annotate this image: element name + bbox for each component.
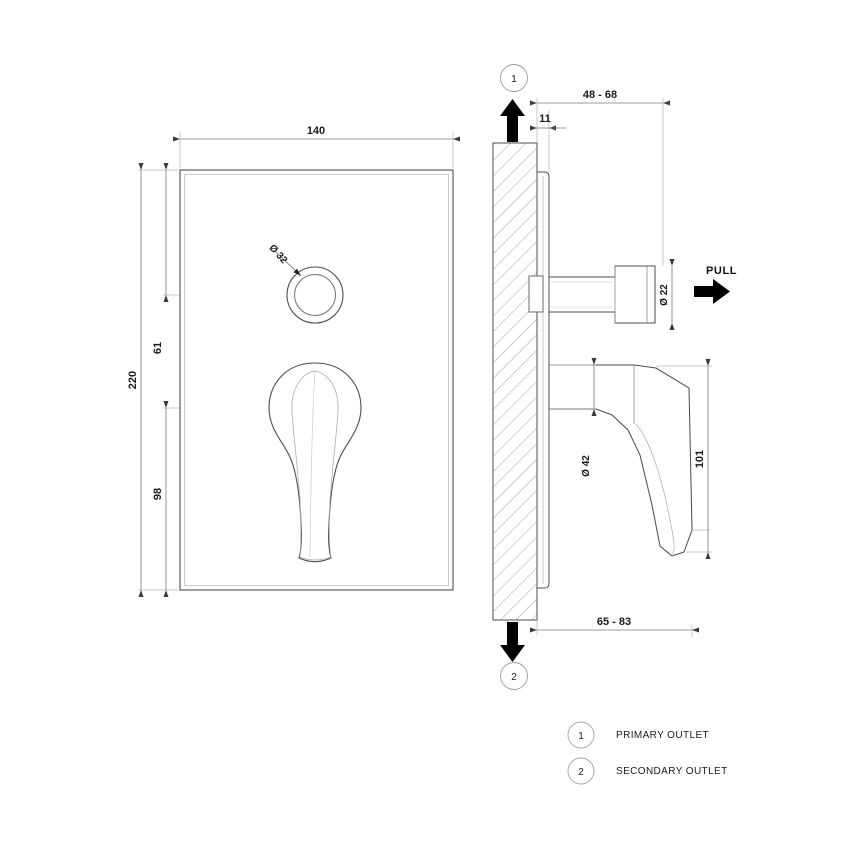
dim-label-101: 101: [694, 450, 706, 468]
side-extension-lines: [536, 98, 712, 637]
balloon-2-circle: [500, 662, 528, 690]
diverter-button-front: [286, 266, 344, 324]
dim-plate-height: 220: [127, 163, 144, 597]
dim-lever-height: 101: [694, 359, 711, 559]
legend-item-2: 2 SECONDARY OUTLET: [567, 757, 728, 785]
dim-label-48-68: 48 - 68: [583, 89, 617, 101]
dim-plate-width: 140: [173, 125, 460, 142]
legend-balloon-2: [567, 757, 595, 785]
legend-label-2: SECONDARY OUTLET: [616, 766, 728, 777]
legend-number-1: 1: [578, 731, 584, 742]
flow-marker-outlet-1: 1: [500, 64, 528, 142]
pull-action-group: PULL: [694, 265, 737, 304]
legend-item-1: 1 PRIMARY OUTLET: [567, 721, 709, 749]
dim-label-11: 11: [539, 113, 551, 125]
arrow-up-icon: [500, 99, 525, 142]
front-elevation-group: 140 220 61 98: [127, 125, 460, 597]
plate-side-profile: [536, 171, 550, 589]
dim-knob-diameter: Ø 22: [659, 259, 675, 330]
dim-label-diameter-42: Ø 42: [581, 455, 592, 477]
diverter-spindle-side: [548, 265, 656, 324]
dim-lever-projection: 65 - 83: [530, 616, 699, 633]
dim-label-98: 98: [152, 488, 164, 500]
side-section-group: 1 2: [492, 64, 737, 690]
balloon-2-label: 2: [511, 672, 517, 683]
dim-diverter-projection: 48 - 68: [530, 89, 670, 106]
flow-marker-outlet-2: 2: [500, 622, 528, 690]
balloon-1-label: 1: [511, 74, 517, 85]
dim-lever-hub-diameter: Ø 42: [581, 358, 597, 477]
pull-label: PULL: [706, 265, 737, 277]
dim-top-to-diverter: 61: [152, 163, 169, 354]
arrow-right-icon: [694, 279, 730, 304]
dim-label-220: 220: [127, 371, 139, 389]
dim-label-61: 61: [152, 342, 164, 354]
valve-boss-section: [528, 275, 544, 313]
legend-balloon-1: [567, 721, 595, 749]
lever-handle-front: [268, 362, 362, 563]
dim-label-diameter-22: Ø 22: [659, 284, 670, 306]
dim-plate-projection: 11: [530, 113, 566, 131]
wall-section-hatched: [492, 142, 538, 621]
legend-label-1: PRIMARY OUTLET: [616, 730, 709, 741]
lever-handle-side: [548, 364, 693, 557]
dim-lever-to-bottom: 98: [152, 401, 169, 597]
balloon-1-circle: [500, 64, 528, 92]
outlet-legend-group: 1 PRIMARY OUTLET 2 SECONDARY OUTLET: [567, 721, 728, 785]
dim-label-140: 140: [307, 125, 325, 137]
legend-number-2: 2: [578, 767, 584, 778]
arrow-down-icon: [500, 622, 525, 662]
dim-label-65-83: 65 - 83: [597, 616, 631, 628]
